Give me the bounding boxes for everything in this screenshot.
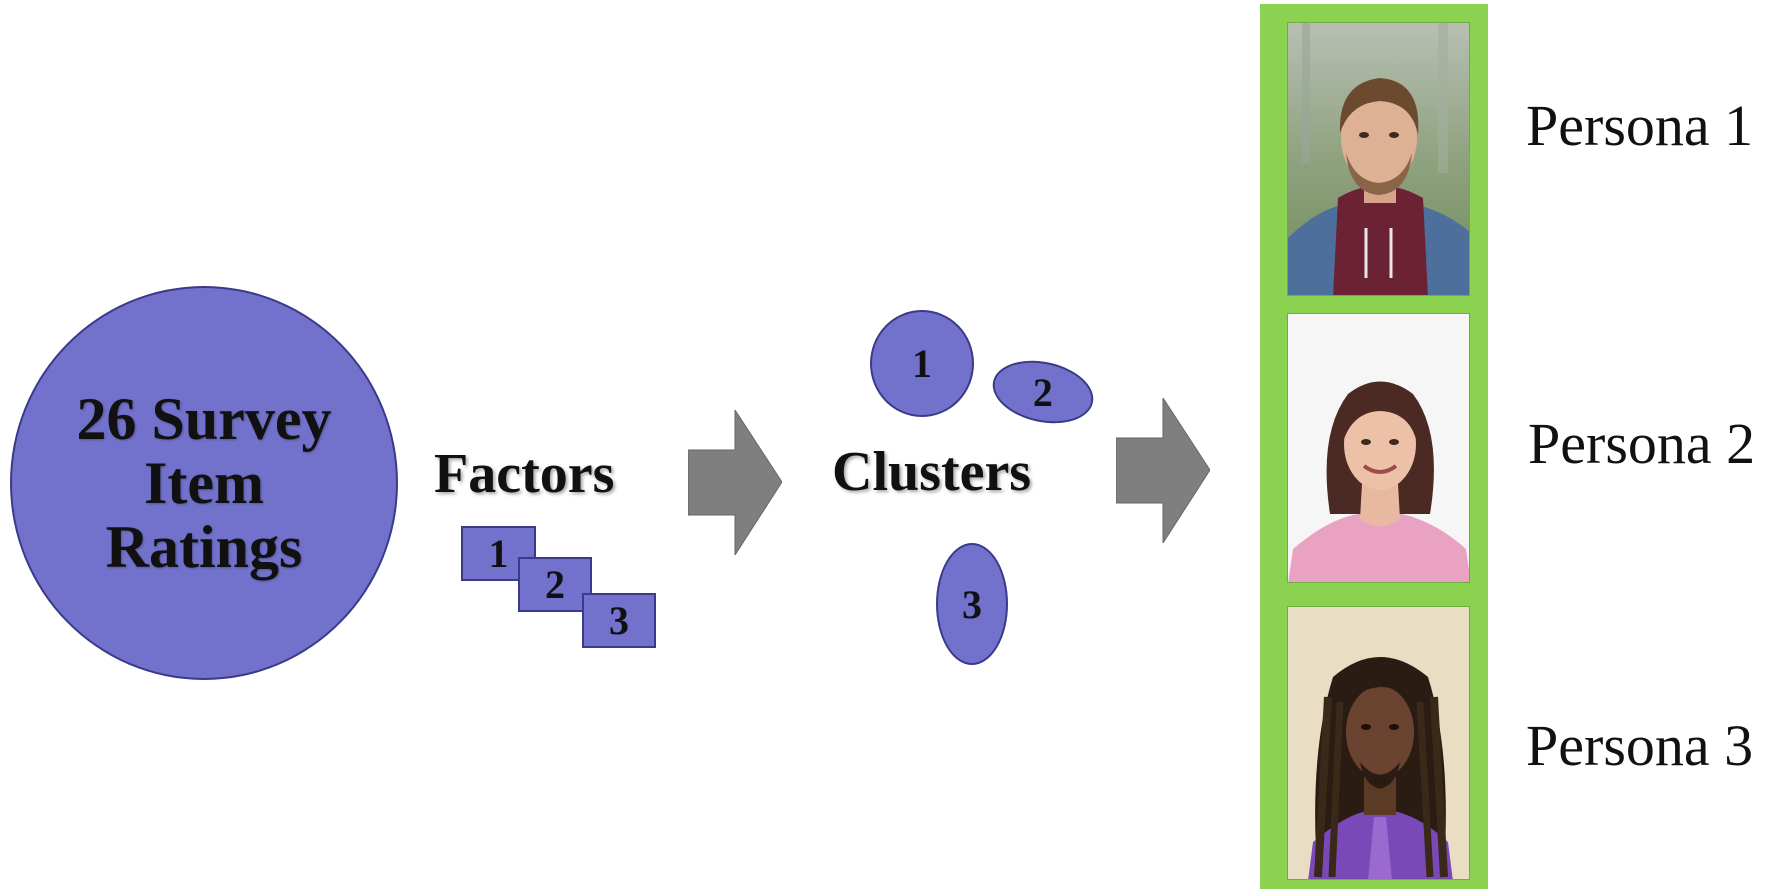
factors-label: Factors xyxy=(434,443,615,505)
cluster-number: 3 xyxy=(962,581,982,627)
right-arrow-icon xyxy=(688,410,782,555)
persona-2-photo xyxy=(1287,313,1470,583)
survey-ratings-circle: 26 Survey Item Ratings xyxy=(10,286,398,680)
survey-line-1: 26 Survey xyxy=(76,386,332,452)
cluster-number: 2 xyxy=(1033,369,1053,415)
factor-box-2: 2 xyxy=(518,557,592,612)
factor-number: 1 xyxy=(488,531,509,576)
persona-1-photo xyxy=(1287,22,1470,296)
persona-3-label: Persona 3 xyxy=(1526,713,1754,778)
survey-line-2: Item xyxy=(144,450,264,516)
clusters-label: Clusters xyxy=(832,441,1032,503)
factor-number: 2 xyxy=(545,562,565,607)
cluster-number: 1 xyxy=(912,341,932,386)
right-arrow-icon xyxy=(1116,398,1210,543)
persona-3-photo xyxy=(1287,606,1470,880)
persona-2-label: Persona 2 xyxy=(1528,411,1756,476)
cluster-ellipse-3: 3 xyxy=(936,543,1008,665)
persona-1-label: Persona 1 xyxy=(1526,93,1754,158)
cluster-ellipse-1: 1 xyxy=(870,310,974,417)
cluster-ellipse-2: 2 xyxy=(986,352,1100,432)
survey-line-3: Ratings xyxy=(105,514,303,580)
factor-box-1: 1 xyxy=(461,526,536,581)
factor-box-3: 3 xyxy=(582,593,656,648)
factor-number: 3 xyxy=(609,598,629,643)
